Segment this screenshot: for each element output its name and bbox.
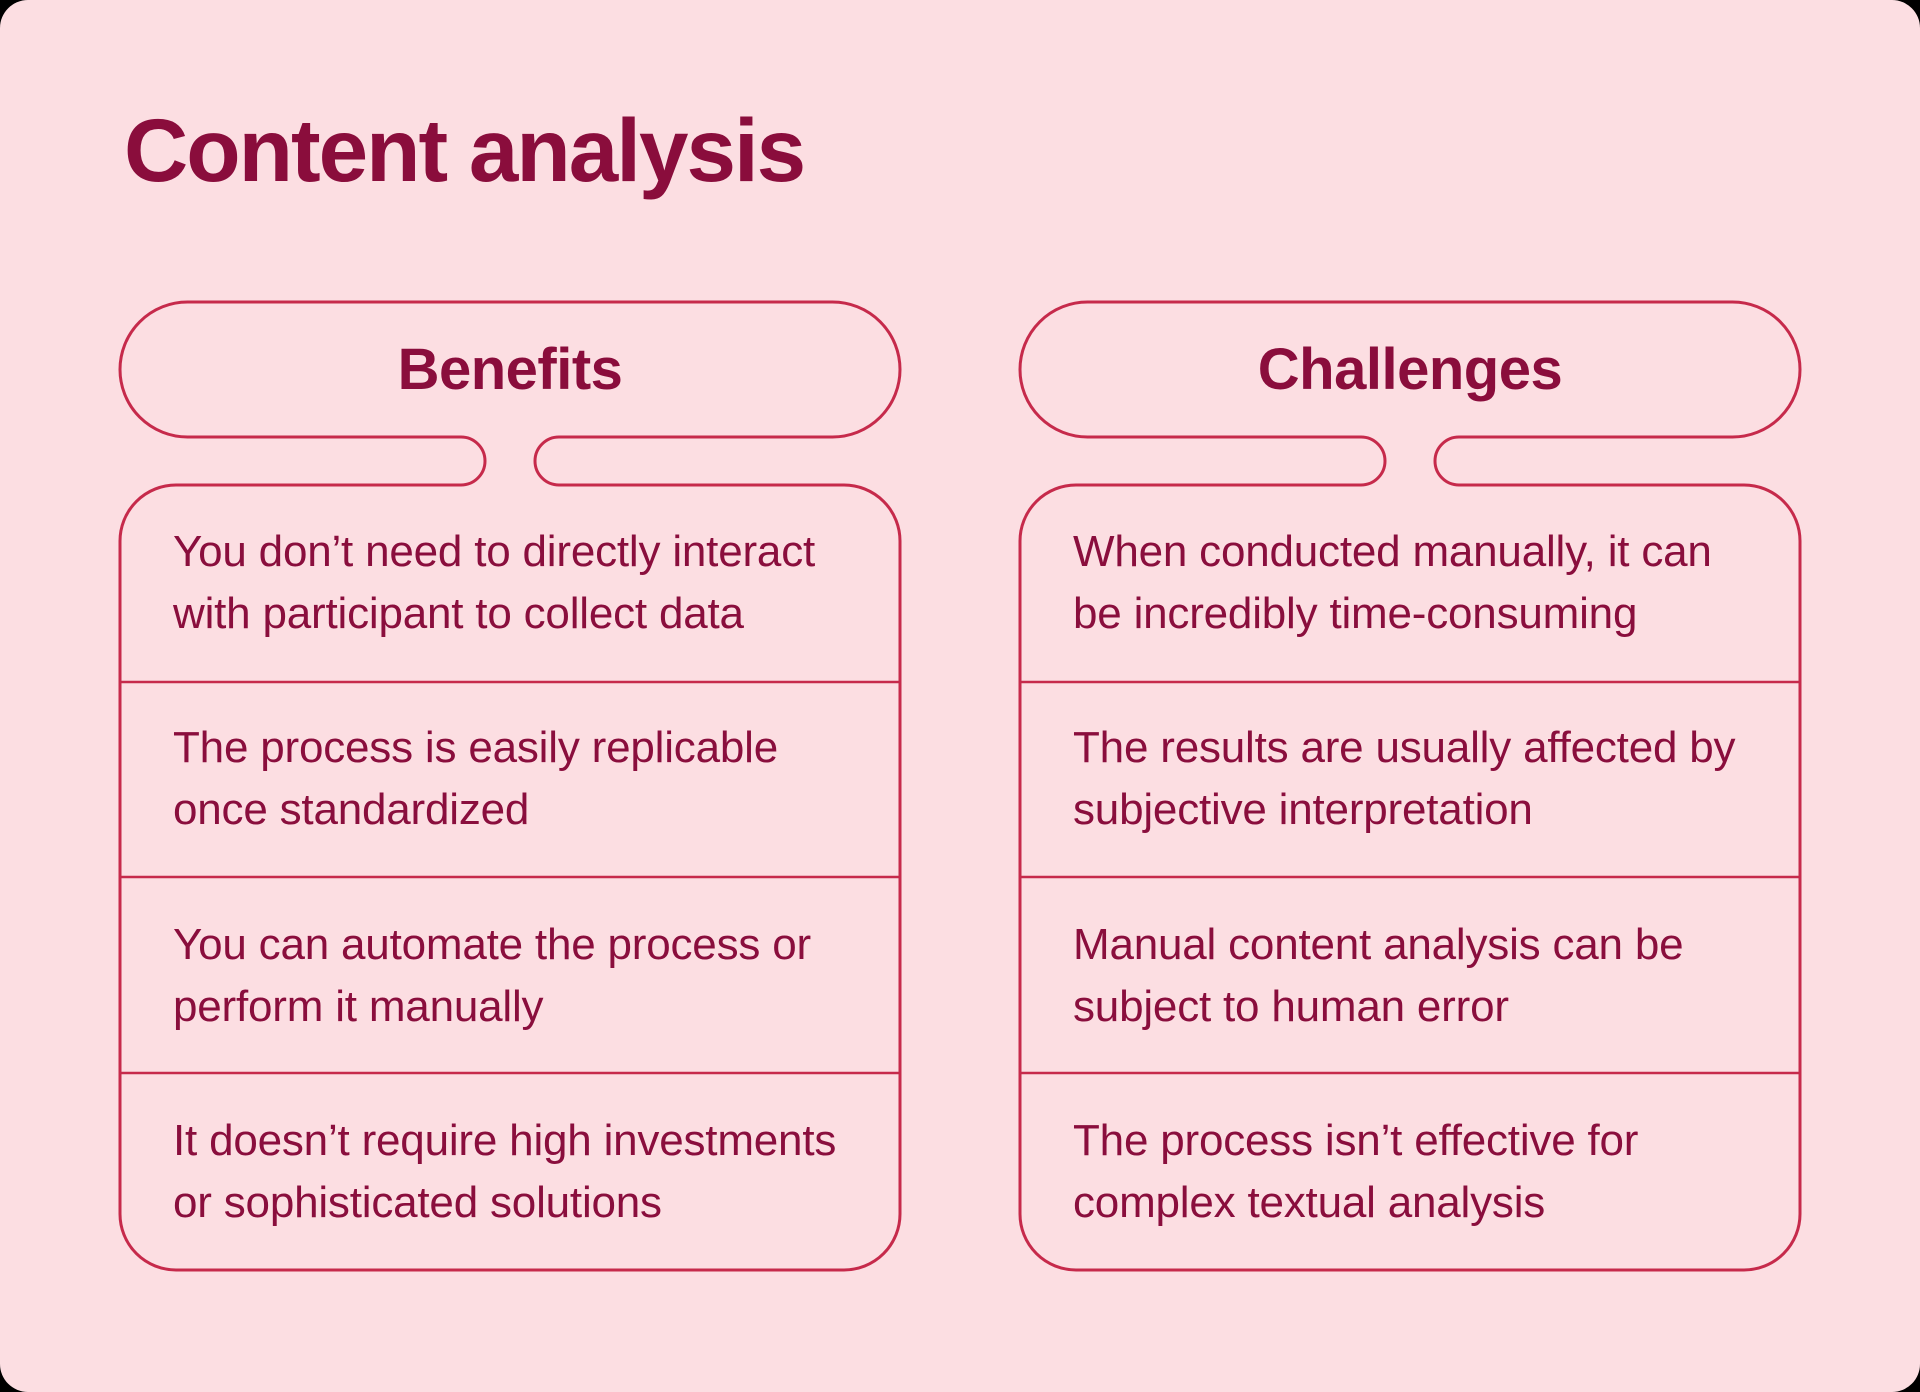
challenge-item: The process isn’t effective for complex …: [1073, 1115, 1639, 1227]
benefits-rows: You don’t need to directly interact with…: [120, 485, 900, 1270]
challenges-rows: When conducted manually, it can be incre…: [1020, 485, 1800, 1270]
benefits-header: Benefits: [397, 337, 623, 402]
challenge-item: The results are usually affected by subj…: [1073, 723, 1736, 835]
challenges-header: Challenges: [1257, 337, 1563, 402]
challenge-item: When conducted manually, it can be incre…: [1073, 527, 1712, 639]
benefits-column: Benefits You don’t need to directly inte…: [118, 300, 902, 1272]
benefit-item: It doesn’t require high investments or s…: [173, 1115, 837, 1227]
benefit-item: You can automate the process or perform …: [173, 919, 811, 1031]
page-title: Content analysis: [124, 100, 806, 200]
challenges-column: Challenges When conducted manually, it c…: [1018, 300, 1802, 1272]
benefit-item: You don’t need to directly interact with…: [173, 527, 816, 639]
benefit-item: The process is easily replicable once st…: [173, 723, 778, 835]
challenge-item: Manual content analysis can be subject t…: [1073, 919, 1684, 1031]
